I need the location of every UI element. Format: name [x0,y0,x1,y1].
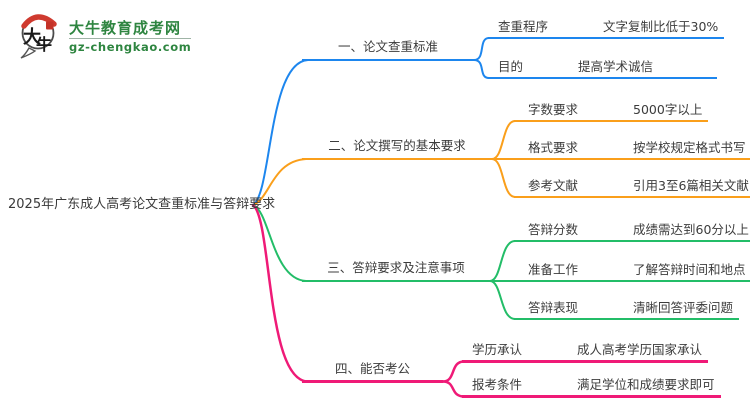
branch1-fork-up [473,37,490,61]
site-logo: 大 牛 大牛教育成考网 gz-chengkao.com [16,12,192,60]
branch4-main-line [251,203,310,383]
branch2-fork-up [491,120,516,160]
branch4-row2: 报考条件 满足学位和成绩要求即可 [462,374,721,398]
row-label: 参考文献 [528,178,579,193]
row-value: 按学校规定格式书写 [633,140,746,155]
branch2-row1: 字数要求 5000字以上 [514,98,709,122]
branch1-main-line [252,59,309,206]
logo-title: 大牛教育成考网 [69,18,182,37]
row-label: 目的 [498,59,524,74]
branch2-fork-down [491,158,516,198]
branch3-row2: 准备工作 了解答辩时间和地点 [514,258,750,282]
speech-bubble-tail [20,47,37,59]
logo-text-block: 大牛教育成考网 gz-chengkao.com [69,18,192,54]
logo-char-da: 大 [23,26,41,48]
branch3-main-line [252,204,307,282]
red-seal [46,21,54,30]
branch3-fork-up [489,240,516,282]
row-value: 满足学位和成绩要求即可 [577,377,715,392]
branch4-row1: 学历承认 成人高考学历国家承认 [462,339,709,363]
logo-domain: gz-chengkao.com [69,37,192,54]
branch2-row2: 格式要求 按学校规定格式书写 [514,136,750,160]
row-value: 成绩需达到60分以上 [633,222,749,237]
branch3-row3: 答辩表现 清晰回答评委问题 [514,296,740,320]
branch3-row1: 答辩分数 成绩需达到60分以上 [514,218,750,242]
branch1-fork-down [473,59,490,79]
branch3-label: 三、答辩要求及注意事项 [302,258,490,282]
row-label: 学历承认 [472,342,523,357]
row-value: 成人高考学历国家承认 [577,342,703,357]
row-value: 5000字以上 [633,102,703,117]
row-label: 格式要求 [528,140,579,155]
row-label: 字数要求 [528,102,579,117]
bull-logo-icon: 大 牛 [20,14,57,59]
branch1-row1: 查重程序 文字复制比低于30% [488,15,725,39]
branch2-main-line [252,158,307,206]
branch3-fork-down [489,280,516,320]
row-value: 引用3至6篇相关文献 [633,178,749,193]
branch4-fork-down [441,380,466,398]
row-label: 查重程序 [498,19,549,34]
row-label: 准备工作 [528,262,579,277]
row-value: 提高学术诚信 [578,59,654,74]
logo-char-niu: 牛 [36,35,52,54]
row-value: 清晰回答评委问题 [633,300,734,315]
branch2-label: 二、论文撰写的基本要求 [302,136,492,160]
row-label: 答辩表现 [528,300,579,315]
row-value: 文字复制比低于30% [603,19,719,34]
branch4-label: 四、能否考公 [302,359,443,383]
branch4-fork-up [441,360,466,383]
row-label: 报考条件 [472,377,523,392]
branch1-label: 一、论文查重标准 [302,37,474,61]
row-label: 答辩分数 [528,222,579,237]
root-topic: 2025年广东成人高考论文查重标准与答辩要求 [8,197,276,212]
branch1-row2: 目的 提高学术诚信 [488,55,718,79]
row-value: 了解答辩时间和地点 [633,262,746,277]
branch2-row3: 参考文献 引用3至6篇相关文献 [514,174,750,198]
